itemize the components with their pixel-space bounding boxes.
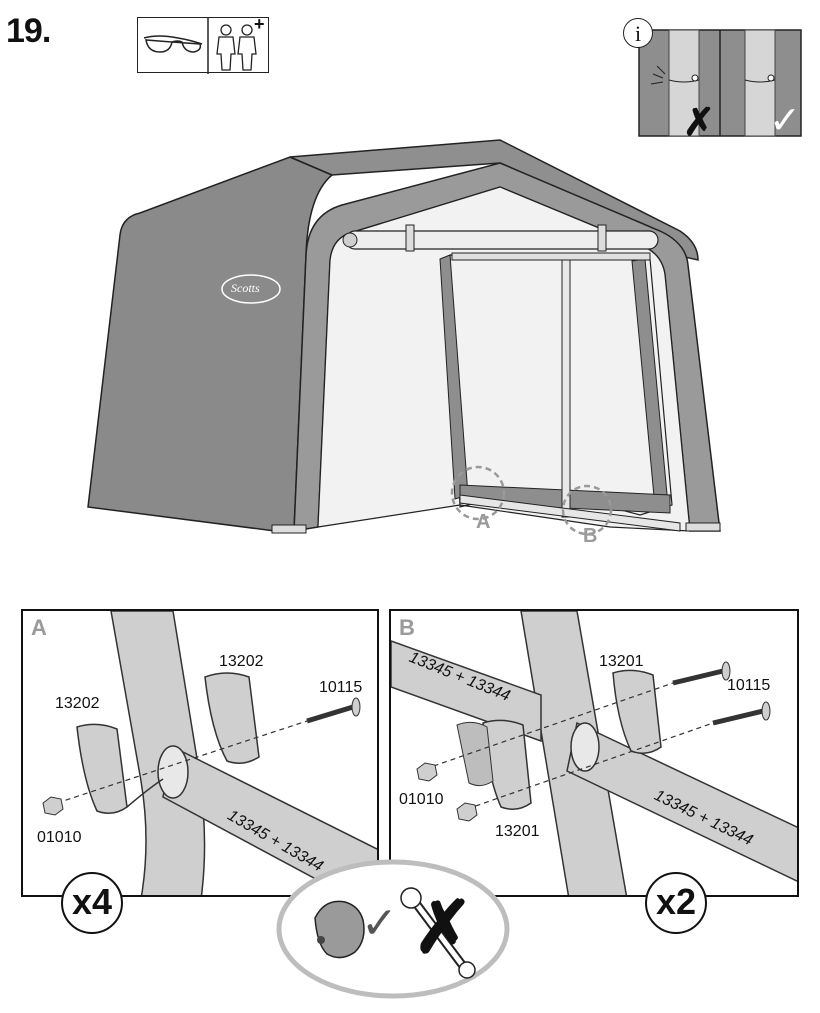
part-label-bracket-top: 13202 <box>219 653 264 670</box>
safety-glasses-icon <box>143 35 203 53</box>
info-box: i ✗ ✓ <box>623 18 803 144</box>
part-label-nut: 01010 <box>37 829 82 846</box>
brand-logo: Scotts <box>231 281 260 295</box>
no-wrench-icon: ✗ <box>413 888 474 968</box>
detail-panel-b: B 13345 + 13344 13201 10115 01010 13201 … <box>389 609 799 897</box>
part-label-bolt: 10115 <box>727 677 771 694</box>
safety-box: + <box>137 14 269 74</box>
part-label-bracket-bottom: 13201 <box>495 823 540 840</box>
info-icon: i <box>623 18 653 48</box>
step-number: 19. <box>6 12 51 50</box>
ok-check-icon: ✓ <box>361 899 398 948</box>
part-label-bracket-top: 13201 <box>599 653 644 670</box>
quantity-badge-a: x4 <box>61 872 123 934</box>
hand-icon <box>314 900 365 959</box>
callout-b: B <box>583 525 598 547</box>
incorrect-icon: ✗ <box>683 102 715 144</box>
quantity-badge-b: x2 <box>645 872 707 934</box>
shed-illustration: Scotts A B <box>80 135 740 547</box>
callout-a: A <box>476 511 491 533</box>
detail-panel-a: A 13202 13202 10115 01010 13345 + 13344 <box>21 609 379 897</box>
two-person-icon <box>216 24 257 71</box>
wrench-icon <box>400 887 476 979</box>
part-label-bolt: 10115 <box>319 679 363 696</box>
panel-a-letter: A <box>31 615 47 640</box>
plus-sign: + <box>254 14 265 34</box>
panel-b-letter: B <box>399 615 415 640</box>
part-label-nut: 01010 <box>399 791 444 808</box>
correct-icon: ✓ <box>769 100 801 142</box>
hand-tighten-notice: ✓ ✗ <box>275 858 511 1000</box>
part-label-bracket-left: 13202 <box>55 695 100 712</box>
